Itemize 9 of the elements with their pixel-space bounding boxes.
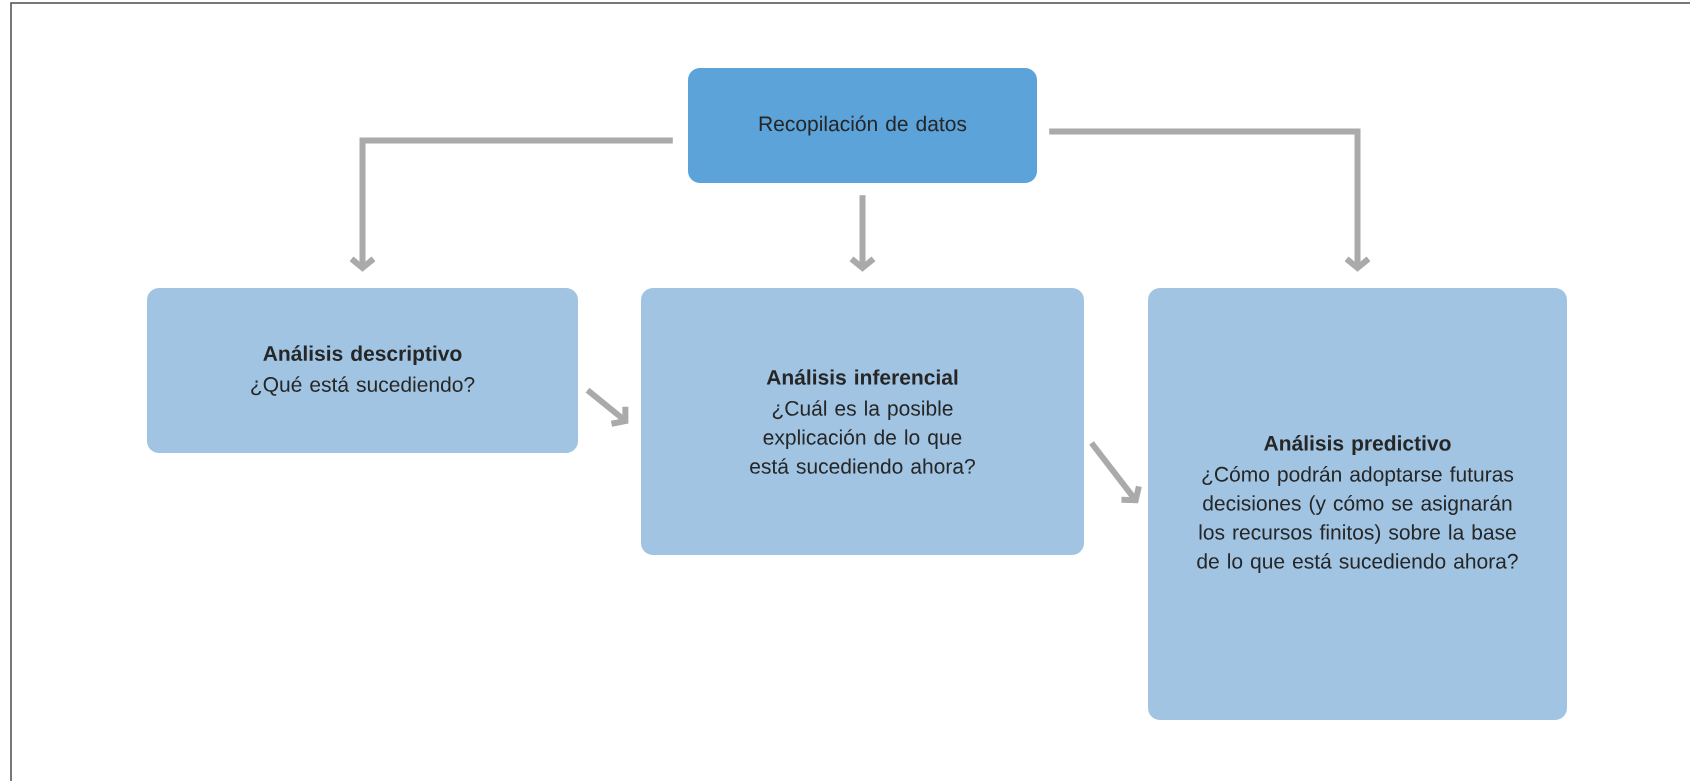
- arrow: [349, 137, 673, 272]
- arrow: [1049, 128, 1371, 272]
- analysis-box: Análisis predictivo ¿Cómo podrán adoptarse futuras decisiones (y cómo se asignarán los recursos finitos) sobre la base de lo que está sucediendo ahora?: [1148, 288, 1567, 720]
- process-box: Recopilación de datos: [688, 68, 1037, 183]
- arrow: [585, 387, 629, 427]
- analysis-box: Análisis descriptivo ¿Qué está sucediendo?: [147, 288, 578, 453]
- arrow: [1089, 441, 1142, 504]
- analysis-box: Análisis inferencial ¿Cuál es la posible explicación de lo que está sucediendo ahora?: [641, 288, 1084, 555]
- arrow: [849, 195, 876, 272]
